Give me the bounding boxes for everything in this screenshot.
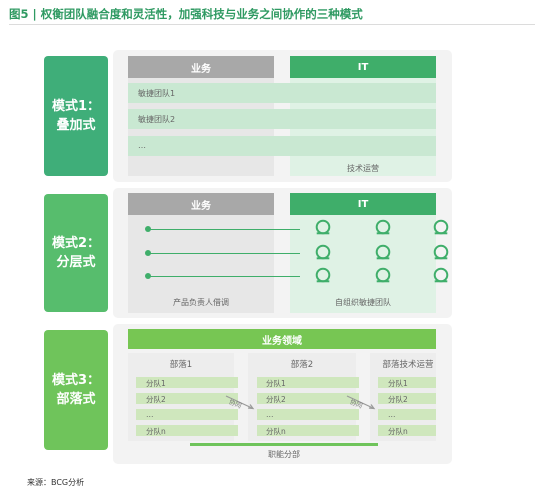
tribe-name: 部落2	[290, 360, 314, 370]
source-note: 来源：BCG分析	[27, 478, 85, 487]
mode1-team-label-2: 敏捷团队2	[138, 115, 176, 124]
collaboration-arrow-icon	[225, 395, 255, 410]
tribe-name: 部落技术运营	[382, 360, 434, 370]
agile-loop-icon	[433, 219, 449, 235]
squad-label: 分队2	[146, 395, 166, 404]
product-owner-line-1	[150, 228, 300, 230]
mode3-label-line2: 部落式	[56, 392, 96, 407]
mode1-team-label-3: …	[138, 141, 146, 150]
agile-loop-icon	[375, 267, 391, 283]
agile-loop-icon	[375, 219, 391, 235]
product-owner-dot-1	[145, 226, 151, 232]
squad-bar	[378, 409, 436, 420]
agile-loop-icon	[315, 244, 331, 260]
squad-label: 分队n	[146, 427, 166, 436]
squad-label: 分队n	[266, 427, 286, 436]
squad-bar	[257, 377, 359, 388]
collaboration-arrow-icon	[346, 395, 376, 410]
functional-division-label: 职能分部	[268, 450, 300, 459]
mode3-label-line1: 模式3：	[51, 373, 101, 388]
product-owner-dot-2	[145, 250, 151, 256]
squad-label: …	[388, 410, 396, 419]
squad-label: 分队2	[266, 395, 286, 404]
mode1-label-line2: 叠加式	[56, 118, 96, 133]
product-owner-line-3	[150, 275, 300, 277]
squad-bar	[378, 377, 436, 388]
squad-label: …	[146, 410, 154, 419]
mode2-business-footer: 产品负责人借调	[173, 298, 229, 307]
functional-division-bar	[190, 443, 378, 446]
squad-bar	[257, 393, 359, 404]
agile-loop-icon	[433, 244, 449, 260]
mode1-team-band-3	[128, 136, 436, 156]
agile-loop-icon	[315, 267, 331, 283]
tribe-name: 部落1	[169, 360, 193, 370]
mode1-it-header: IT	[290, 56, 436, 78]
mode2-label-line1: 模式2：	[51, 236, 101, 251]
squad-label: 分队1	[146, 379, 166, 388]
squad-bar	[378, 425, 436, 436]
squad-label: …	[266, 410, 274, 419]
squad-bar	[136, 393, 238, 404]
mode2-it-header: IT	[290, 193, 436, 215]
agile-loop-icon	[315, 219, 331, 235]
squad-bar	[378, 393, 436, 404]
figure-title: 图5 | 权衡团队融合度和灵活性，加强科技与业务之间协作的三种模式	[9, 7, 363, 21]
squad-label: 分队2	[388, 395, 408, 404]
product-owner-dot-3	[145, 273, 151, 279]
title-divider	[9, 24, 535, 25]
mode2-label-line2: 分层式	[56, 255, 96, 270]
mode2-label: 模式2： 分层式	[44, 194, 108, 312]
squad-label: 分队n	[388, 427, 408, 436]
squad-bar	[136, 425, 238, 436]
mode2-business-header: 业务	[128, 193, 274, 215]
mode1-team-band-2	[128, 109, 436, 129]
squad-label: 分队1	[388, 379, 408, 388]
mode3-label: 模式3： 部落式	[44, 330, 108, 450]
agile-loop-icon	[433, 267, 449, 283]
mode1-team-band-1	[128, 83, 436, 103]
business-domain-header: 业务领域	[128, 329, 436, 349]
mode2-it-footer: 自组织敏捷团队	[335, 298, 391, 307]
squad-bar	[257, 409, 359, 420]
mode1-team-label-1: 敏捷团队1	[138, 89, 176, 98]
mode1-label: 模式1： 叠加式	[44, 56, 108, 176]
agile-loop-icon	[375, 244, 391, 260]
mode1-business-header: 业务	[128, 56, 274, 78]
squad-bar	[257, 425, 359, 436]
squad-bar	[136, 377, 238, 388]
mode1-label-line1: 模式1：	[51, 99, 101, 114]
mode1-it-footer: 技术运营	[347, 164, 379, 173]
product-owner-line-2	[150, 252, 300, 254]
squad-bar	[136, 409, 238, 420]
squad-label: 分队1	[266, 379, 286, 388]
